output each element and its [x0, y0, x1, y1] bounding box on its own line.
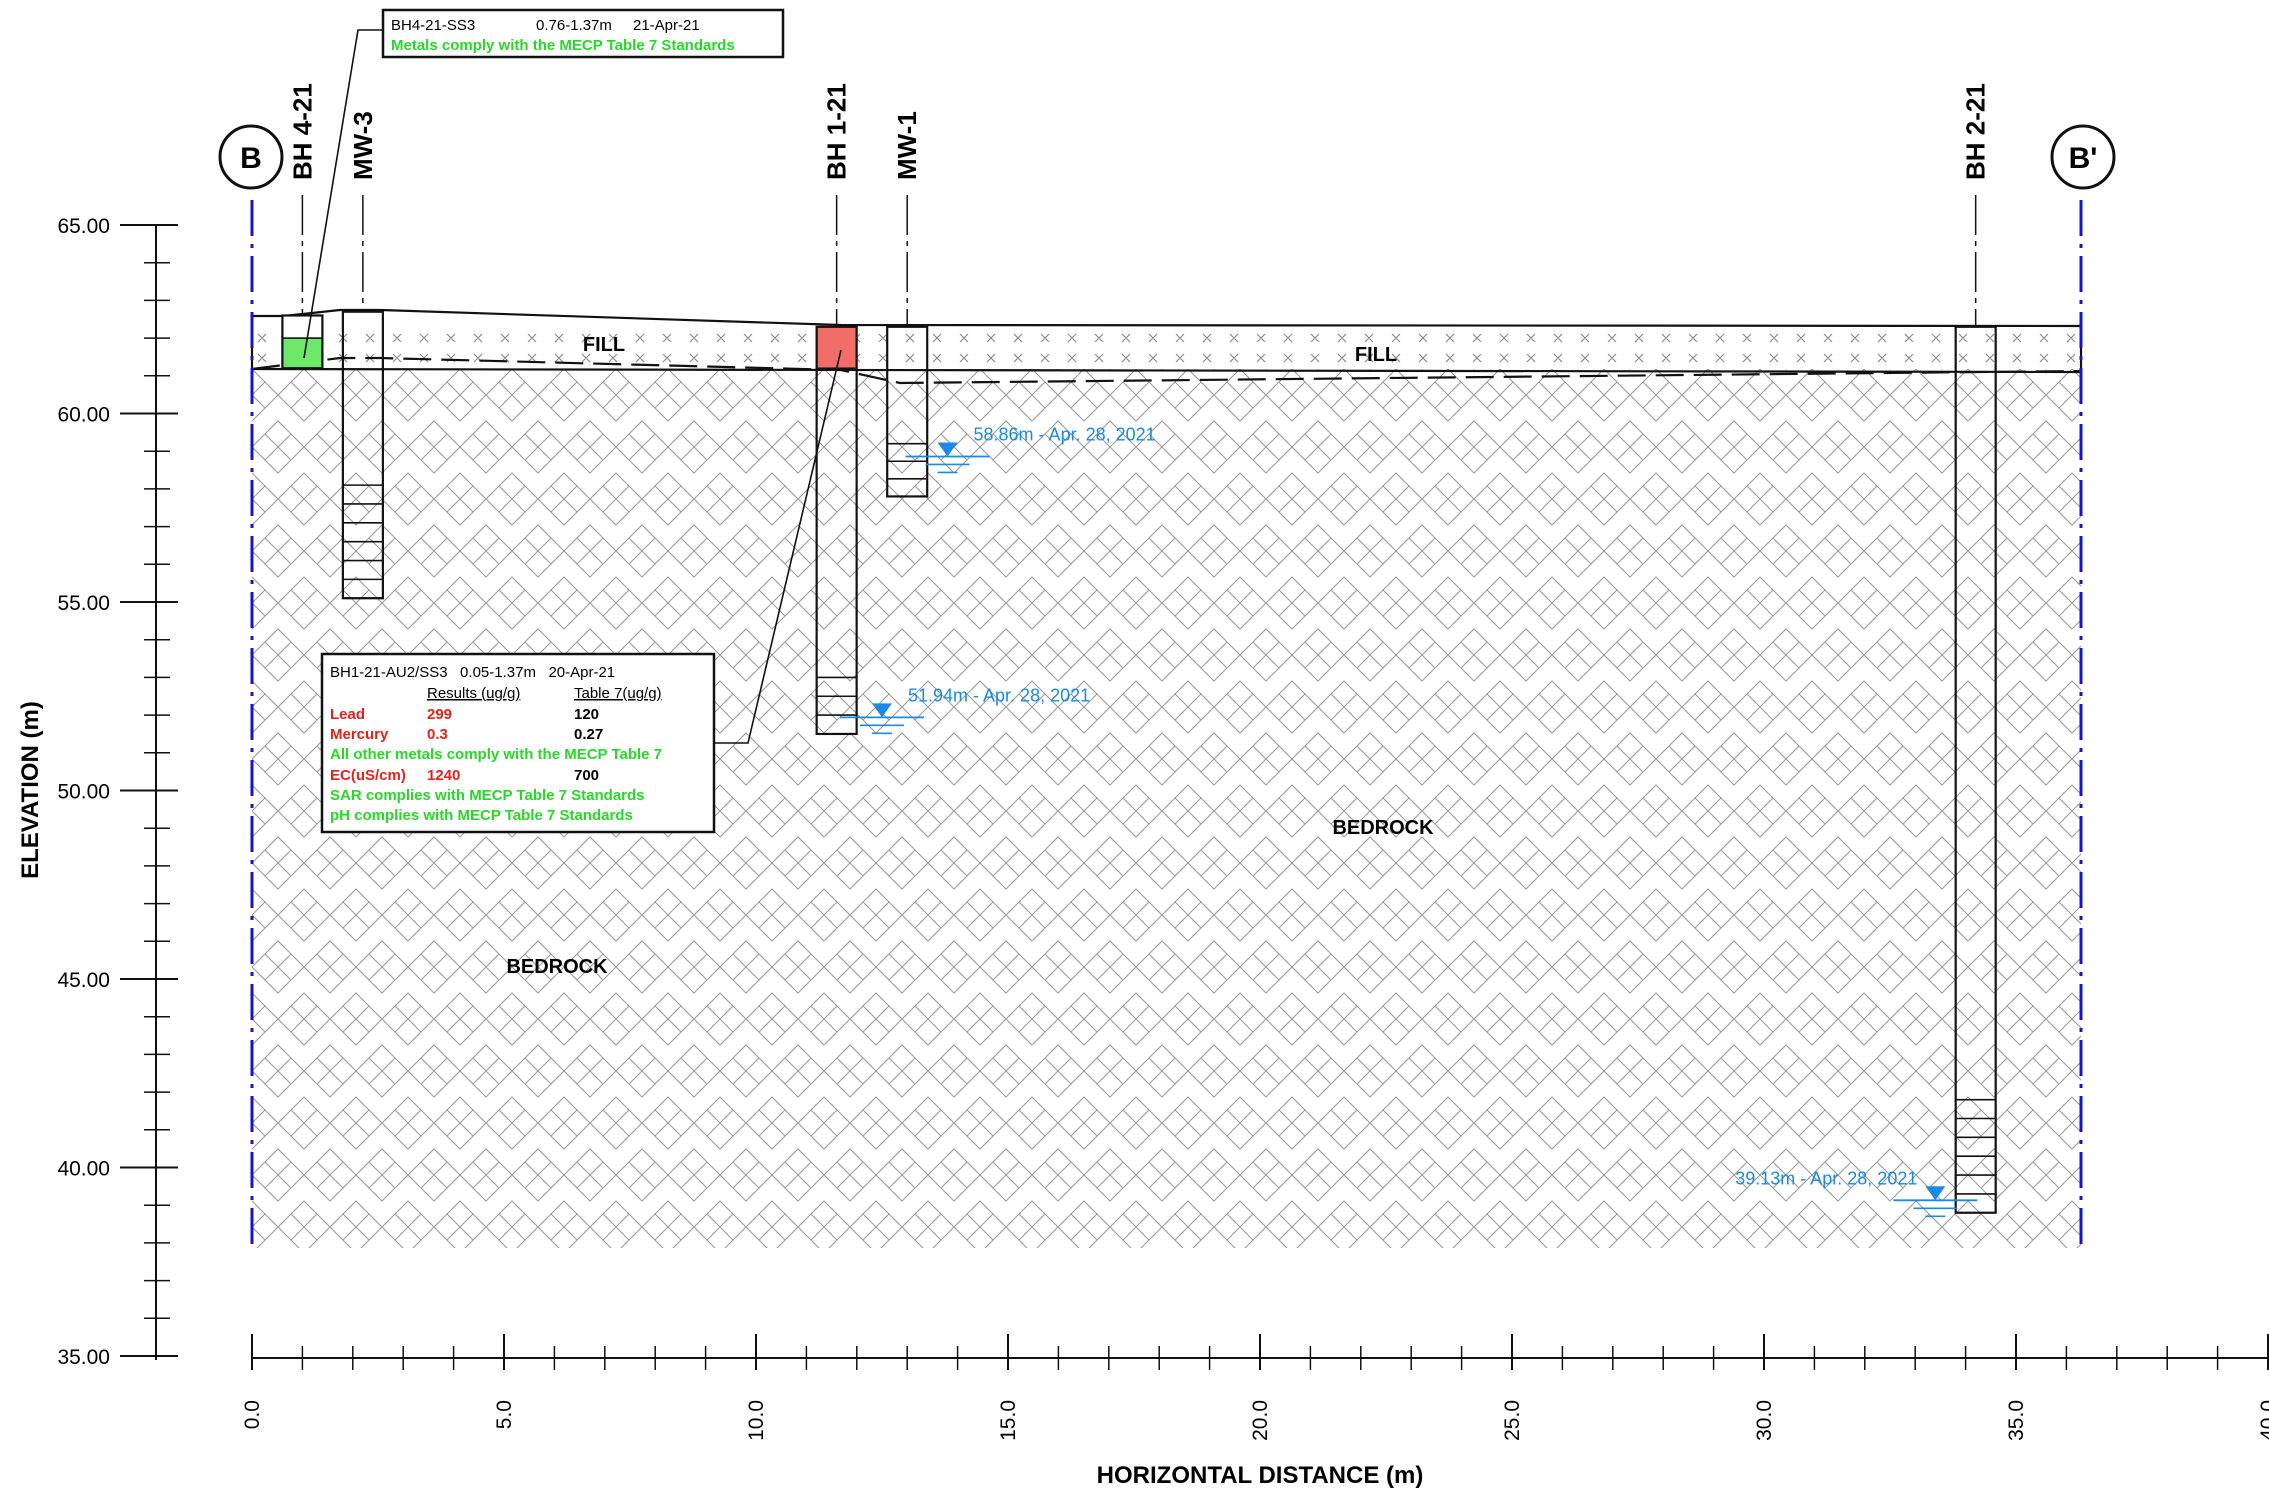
callout-bh4: BH4-21-SS3 0.76-1.37m 21-Apr-21 Metals c…	[303, 8, 785, 359]
boreholes: BH 4-21 MW-3 BH 1-21 MW-1 BH 2-21	[281, 83, 1997, 1214]
callout-bh1-col-table: Table 7(ug/g)	[574, 685, 662, 702]
callout-bh4-leader	[303, 29, 383, 359]
x-tick-label: 5.0	[493, 1400, 516, 1429]
callout-bh1-std-mercury: 0.27	[574, 726, 603, 743]
section-marker-b-prime	[2050, 124, 2116, 190]
water-level-triangle	[1925, 1186, 1946, 1201]
callout-bh4-note: Metals comply with the MECP Table 7 Stan…	[391, 37, 735, 54]
casing-outline-mw3	[341, 310, 384, 600]
bedrock-hatch	[252, 369, 2081, 1248]
y-tick-label: 45.00	[57, 969, 110, 992]
callout-bh4-box	[381, 8, 785, 59]
callout-bh1-ph-note: pH complies with MECP Table 7 Standards	[330, 807, 633, 824]
callout-bh1-ec-std: 700	[574, 767, 599, 784]
y-axis-title: ELEVATION (m)	[17, 701, 44, 879]
casing-outline-mw1	[886, 325, 929, 498]
borehole-name-mw1: MW-1	[892, 111, 922, 180]
x-tick-label: 30.0	[1753, 1400, 1776, 1441]
borehole-bh1: BH 1-21	[815, 83, 858, 736]
casing-outline-bh4	[281, 314, 324, 370]
callout-bh4-depth: 0.76-1.37m	[536, 17, 612, 34]
section-marker-b-prime-label: B'	[2069, 142, 2098, 175]
callout-bh4-id: BH4-21-SS3	[391, 17, 475, 34]
callout-bh1-ec-param: EC(uS/cm)	[330, 767, 406, 784]
fill-label-left: FILL	[583, 334, 625, 356]
section-marker-b	[218, 124, 284, 190]
casing-outline-bh1	[815, 325, 858, 736]
sample-interval-bh1	[815, 325, 858, 370]
borehole-bh2: BH 2-21	[1954, 83, 1997, 1214]
y-tick-label: 50.00	[57, 781, 110, 804]
y-tick-label: 35.00	[57, 1346, 110, 1369]
x-axis: 0.0 5.0 10.0 15.0 20.0 25.0 30.0 35.0 40.0	[241, 1334, 2269, 1441]
callout-bh1-param-lead: Lead	[330, 706, 365, 723]
callout-bh1-param-mercury: Mercury	[330, 726, 389, 743]
y-tick-label: 55.00	[57, 592, 110, 615]
fill-label-right: FILL	[1355, 344, 1397, 366]
x-tick-label: 15.0	[997, 1400, 1020, 1441]
borehole-bh4: BH 4-21	[281, 83, 324, 370]
x-tick-label: 25.0	[1501, 1400, 1524, 1441]
x-tick-label: 20.0	[1249, 1400, 1272, 1441]
callout-bh1-result-mercury: 0.3	[427, 726, 448, 743]
callout-bh1-result-lead: 299	[427, 706, 452, 723]
callout-bh4-date: 21-Apr-21	[633, 17, 700, 34]
callout-bh1-other-metals: All other metals comply with the MECP Ta…	[330, 746, 662, 763]
bedrock-label-left: BEDROCK	[506, 956, 608, 978]
borehole-mw3: MW-3	[341, 111, 384, 600]
x-tick-label: 10.0	[745, 1400, 768, 1441]
borehole-name-bh4: BH 4-21	[287, 83, 317, 180]
y-axis: 35.00 40.00 45.00 50.00 55.00 60.00 65.00	[57, 215, 178, 1369]
casing-bh4	[281, 314, 324, 339]
water-levels: 58.86m - Apr. 28, 2021 51.94m - Apr. 28, …	[840, 424, 1978, 1218]
water-level-label: 58.86m - Apr. 28, 2021	[974, 424, 1156, 444]
water-level-2: 39.13m - Apr. 28, 2021	[1735, 1168, 1978, 1218]
casing-outline-bh2	[1954, 325, 1997, 1214]
fill-pattern	[257, 333, 2076, 363]
callout-bh1-header: BH1-21-AU2/SS3 0.05-1.37m 20-Apr-21	[330, 664, 615, 681]
water-level-label: 39.13m - Apr. 28, 2021	[1735, 1168, 1917, 1188]
callout-bh1: BH1-21-AU2/SS3 0.05-1.37m 20-Apr-21 Resu…	[320, 349, 842, 834]
water-level-1: 51.94m - Apr. 28, 2021	[840, 685, 1090, 735]
borehole-name-bh2: BH 2-21	[1961, 83, 1991, 180]
y-tick-label: 65.00	[57, 215, 110, 238]
bedrock-pattern	[252, 369, 2081, 1248]
callout-bh1-col-results: Results (ug/g)	[427, 685, 520, 702]
callout-bh1-leader	[714, 349, 842, 744]
y-tick-label: 60.00	[57, 404, 110, 427]
x-tick-label: 0.0	[241, 1400, 264, 1429]
bedrock-label-right: BEDROCK	[1332, 817, 1434, 839]
callout-bh1-box	[320, 652, 716, 834]
x-tick-label: 35.0	[2005, 1400, 2028, 1441]
callout-bh1-sar-note: SAR complies with MECP Table 7 Standards	[330, 787, 645, 804]
y-tick-label: 40.00	[57, 1158, 110, 1181]
fill-hatch	[257, 333, 2076, 363]
water-level-label: 51.94m - Apr. 28, 2021	[908, 685, 1090, 705]
fill-bedrock-contact	[251, 356, 2082, 385]
section-marker-b-label: B	[240, 142, 262, 175]
water-level-triangle	[872, 703, 892, 718]
callout-bh1-ec-result: 1240	[427, 767, 460, 784]
x-axis-title: HORIZONTAL DISTANCE (m)	[1097, 1462, 1424, 1489]
borehole-name-mw3: MW-3	[348, 111, 378, 180]
water-level-0: 58.86m - Apr. 28, 2021	[905, 424, 1156, 474]
borehole-mw1: MW-1	[886, 111, 929, 498]
water-level-triangle	[937, 442, 958, 457]
callout-bh1-std-lead: 120	[574, 706, 599, 723]
x-tick-label: 40.0	[2257, 1400, 2269, 1441]
borehole-name-bh1: BH 1-21	[822, 83, 852, 180]
